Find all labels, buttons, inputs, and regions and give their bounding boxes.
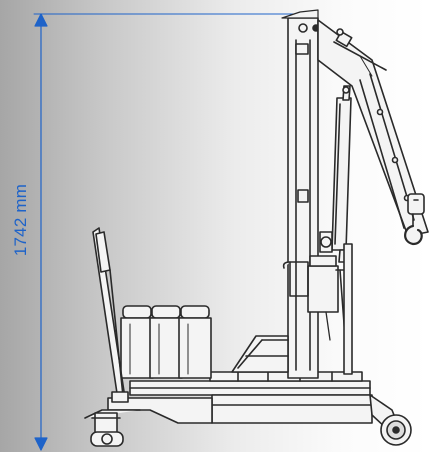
counterweight-blocks [120, 305, 212, 379]
crane-hook-icon [404, 193, 425, 246]
wheel-icon [380, 414, 412, 446]
arrow-down-icon [34, 437, 48, 451]
tow-handle [92, 227, 129, 403]
mast-brace [231, 335, 289, 373]
arrow-up-icon [34, 13, 48, 27]
height-dimension-line [33, 13, 309, 451]
front-wheel-icon [90, 412, 124, 447]
height-dimension-label: 1742 mm [11, 183, 30, 257]
base-frame [84, 371, 399, 429]
hydraulic-cylinder [331, 85, 352, 263]
crane-mast [281, 9, 320, 379]
hydraulic-pump [282, 231, 353, 375]
